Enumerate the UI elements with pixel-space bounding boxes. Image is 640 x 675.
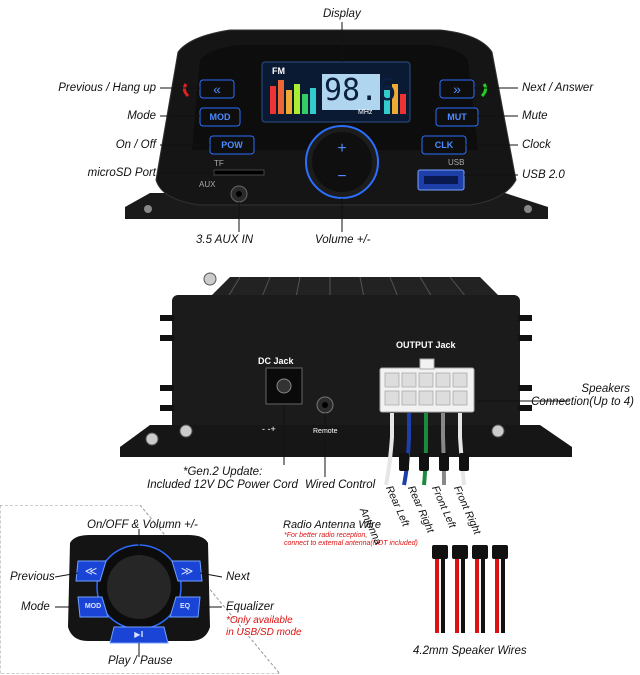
screen-unit: MHz — [358, 109, 373, 116]
amplifier-illustration — [120, 272, 572, 633]
prev-button[interactable]: « — [213, 81, 221, 97]
aux-label: AUX — [199, 180, 216, 189]
aux-port[interactable] — [231, 186, 247, 202]
label-mute: Mute — [522, 110, 548, 122]
label-clock: Clock — [522, 139, 551, 151]
usb-label: USB — [448, 158, 465, 167]
label-display: Display — [323, 8, 361, 20]
mod-button[interactable]: MOD — [209, 112, 231, 122]
label-speakers-connection: Connection(Up to 4) — [531, 396, 634, 408]
clk-button[interactable]: CLK — [434, 140, 454, 150]
mut-button[interactable]: MUT — [447, 112, 467, 122]
label-remote-next: Next — [226, 571, 250, 583]
volume-up-icon[interactable]: + — [337, 140, 347, 157]
dc-jack[interactable] — [266, 368, 302, 404]
screen-band: FM — [272, 66, 285, 76]
eq-bars-left — [270, 80, 316, 114]
label-on-off: On / Off — [115, 139, 156, 151]
remote-prev-button[interactable]: ≪ — [84, 564, 98, 578]
next-button[interactable]: » — [453, 81, 461, 97]
label-next-answer: Next / Answer — [522, 82, 594, 94]
remote-port-label: Remote — [313, 428, 338, 435]
label-radio-antenna-wire: Radio Antenna Wire — [283, 519, 381, 531]
output-jack-label: OUTPUT Jack — [396, 340, 456, 350]
label-previous-hangup: Previous / Hang up — [58, 82, 156, 94]
antenna-note-1: *For better radio reception, — [284, 532, 368, 539]
microsd-slot[interactable] — [214, 168, 264, 176]
remote-jack[interactable] — [317, 397, 333, 413]
label-speaker-wires: 4.2mm Speaker Wires — [413, 645, 527, 657]
antenna-note-2: connect to external antenna(NOT included… — [284, 540, 418, 547]
label-play-pause: Play / Pause — [108, 655, 173, 667]
dc-jack-label: DC Jack — [258, 356, 294, 366]
head-unit-illustration — [125, 22, 548, 232]
polarity-label: - -+ — [262, 424, 276, 434]
remote-play-pause-button[interactable]: ▶ǁ — [134, 630, 144, 639]
remote-next-button[interactable]: ≫ — [180, 564, 194, 578]
label-gen2: *Gen.2 Update: — [183, 466, 263, 478]
label-remote-equalizer: Equalizer — [226, 601, 274, 613]
remote-volume-knob[interactable] — [97, 545, 181, 629]
volume-knob[interactable] — [306, 126, 378, 198]
eq-bars-right — [384, 84, 406, 114]
volume-down-icon[interactable]: − — [337, 168, 347, 185]
usb-port[interactable] — [418, 170, 464, 190]
pow-button[interactable]: POW — [221, 140, 243, 150]
label-volume: Volume +/- — [315, 234, 371, 246]
label-power-cord: Included 12V DC Power Cord — [147, 479, 298, 491]
label-aux-in: 3.5 AUX IN — [196, 234, 254, 246]
label-usb: USB 2.0 — [522, 169, 565, 181]
tf-label: TF — [214, 159, 224, 168]
label-speakers: Speakers — [581, 383, 630, 395]
label-remote-mode: Mode — [21, 601, 50, 613]
label-microsd: microSD Port — [87, 167, 156, 179]
label-on-off-volume: On/OFF & Volumn +/- — [87, 519, 198, 531]
label-wired-control: Wired Control — [305, 479, 376, 491]
remote-panel-frame — [0, 505, 280, 674]
label-eq-note-1: *Only available — [226, 615, 293, 626]
label-mode: Mode — [127, 110, 156, 122]
remote-mod-button[interactable]: MOD — [84, 603, 102, 610]
output-jack-connector[interactable] — [380, 368, 474, 412]
label-remote-previous: Previous — [10, 571, 55, 583]
remote-eq-button[interactable]: EQ — [179, 603, 191, 610]
screen-frequency: 98.6 — [324, 73, 397, 108]
label-eq-note-2: in USB/SD mode — [226, 627, 302, 638]
